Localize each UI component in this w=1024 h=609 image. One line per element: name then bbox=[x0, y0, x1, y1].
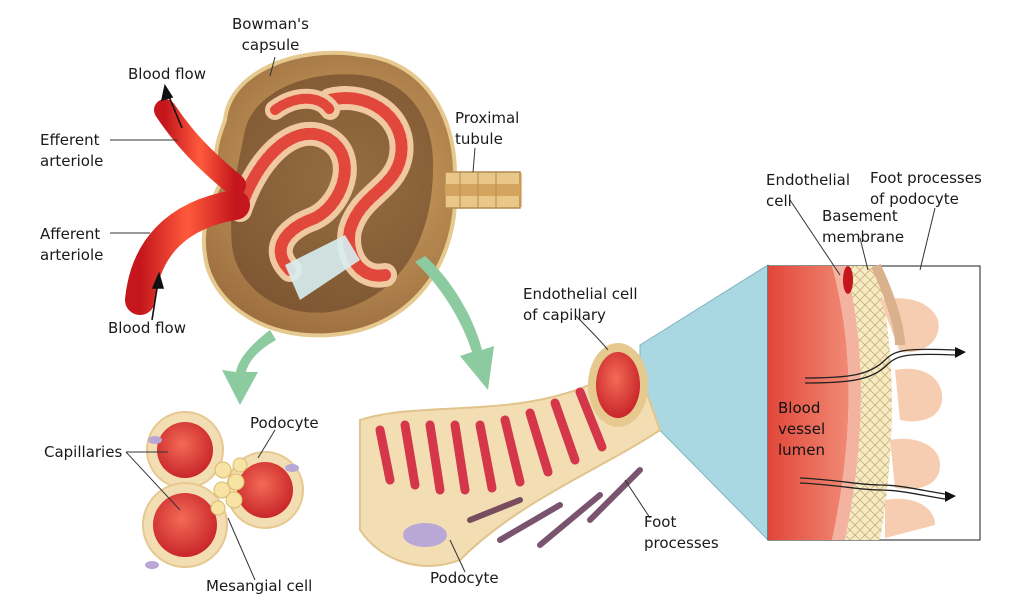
capillaries-cluster bbox=[142, 411, 304, 569]
efferent-arteriole-shape bbox=[154, 99, 246, 196]
label-leader-lines bbox=[110, 56, 936, 581]
label-podocyte-bottom: Podocyte bbox=[430, 569, 499, 587]
arrow-up-icon bbox=[151, 83, 183, 321]
afferent-arteriole-shape bbox=[125, 190, 250, 315]
label-blood-flow-top: Blood flow bbox=[128, 65, 206, 83]
zoom-cone bbox=[639, 264, 769, 542]
capillary-segment bbox=[359, 343, 662, 567]
label-blood-flow-bottom: Blood flow bbox=[108, 319, 186, 337]
glomerulus-tuft bbox=[228, 86, 414, 288]
proximal-tubule-shape bbox=[444, 171, 521, 209]
label-podocyte-top: Podocyte bbox=[250, 414, 319, 432]
green-curved-arrow-icon bbox=[222, 256, 494, 405]
membrane-detail-panel bbox=[767, 263, 981, 541]
label-mesangial-cell: Mesangial cell bbox=[206, 577, 313, 595]
label-capillaries: Capillaries bbox=[44, 443, 123, 461]
capsule-zoom-window bbox=[285, 235, 360, 300]
